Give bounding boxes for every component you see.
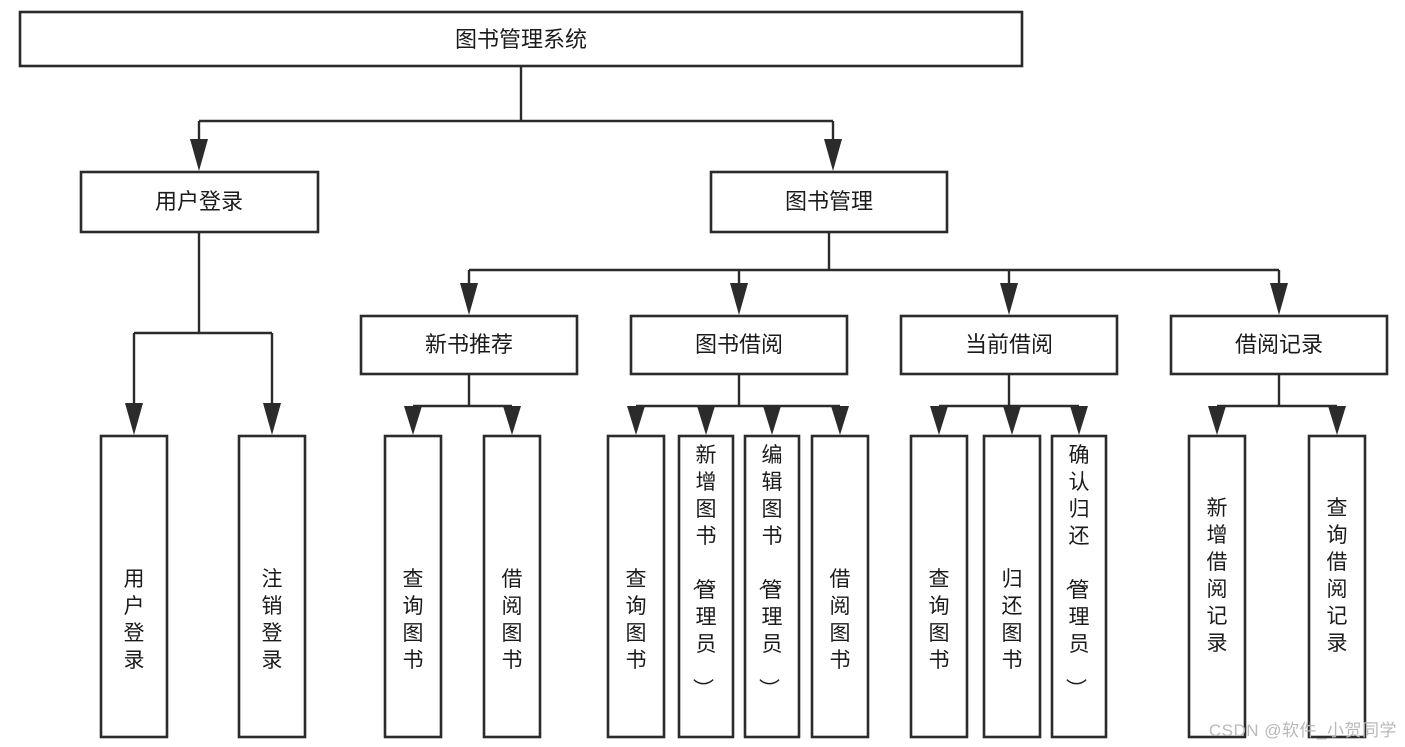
leaf-query-book-2[interactable]: 查询图书 [606,434,666,739]
leaf-query-book-1-label: 查询图书 [403,568,424,672]
leaf-user-login-label: 用户登录 [124,568,145,672]
leaf-return-book-label: 归还图书 [1002,568,1023,672]
leaf-borrow-book-1-box[interactable] [482,434,542,739]
node-user-login-box[interactable] [79,170,320,234]
node-root[interactable]: 图书管理系统 [18,10,1024,68]
arrow-head-leaf-edit-book [763,406,781,435]
leaf-confirm-return-label: 确认归还（管理员） [1064,444,1090,699]
leaf-return-book-box[interactable] [982,434,1042,739]
leaf-query-book-3-label: 查询图书 [929,568,950,672]
leaf-confirm-return[interactable]: 确认归还（管理员） [1050,434,1108,739]
node-new-book-rec-box[interactable] [359,314,579,376]
arrow-head-leaf-query-book-1 [404,406,422,435]
leaf-query-record[interactable]: 查询借阅记录 [1307,434,1367,739]
leaf-edit-book-label: 编辑图书（管理员） [757,444,783,699]
node-book-borrow-box[interactable] [629,314,849,376]
leaf-return-book[interactable]: 归还图书 [982,434,1042,739]
leaf-borrow-book-1[interactable]: 借阅图书 [482,434,542,739]
leaf-query-book-1[interactable]: 查询图书 [383,434,443,739]
node-user-login[interactable]: 用户登录 [79,170,320,234]
arrow-head-leaf-logout [263,403,281,435]
arrow-head-leaf-add-book [697,406,715,435]
leaf-borrow-book-2-label: 借阅图书 [830,568,851,672]
arrow-head-leaf-confirm-return [1070,406,1088,435]
leaf-edit-book-box[interactable] [743,434,801,739]
node-user-login-label: 用户登录 [155,189,243,214]
node-new-book-rec[interactable]: 新书推荐 [359,314,579,376]
arrow-head-leaf-user-login [125,403,143,435]
leaf-query-book-2-box[interactable] [606,434,666,739]
leaf-query-record-box[interactable] [1307,434,1367,739]
leaf-borrow-book-1-label: 借阅图书 [502,568,523,672]
node-current-borrow-box[interactable] [899,314,1119,376]
leaf-add-record-label: 新增借阅记录 [1207,497,1228,655]
leaf-add-book-box[interactable] [677,434,735,739]
node-book-manage-box[interactable] [709,170,949,234]
leaf-query-record-label: 查询借阅记录 [1327,497,1348,655]
leaf-borrow-book-2[interactable]: 借阅图书 [810,434,870,739]
leaf-query-book-1-box[interactable] [383,434,443,739]
node-current-borrow-label: 当前借阅 [965,332,1053,357]
node-borrow-record[interactable]: 借阅记录 [1169,314,1389,376]
arrow-head-book-manage [824,139,842,171]
arrow-head-leaf-return-book [1003,406,1021,435]
leaf-logout-label: 注销登录 [262,568,283,672]
leaf-confirm-return-box[interactable] [1050,434,1108,739]
leaf-query-book-3-box[interactable] [909,434,969,739]
arrow-head-new-book-rec [460,283,478,315]
node-book-borrow[interactable]: 图书借阅 [629,314,849,376]
node-book-manage[interactable]: 图书管理 [709,170,949,234]
arrow-head-leaf-query-record [1328,406,1346,435]
node-new-book-rec-label: 新书推荐 [425,332,513,357]
arrow-head-leaf-query-book-3 [930,406,948,435]
node-root-box[interactable] [18,10,1024,68]
leaf-add-record-box[interactable] [1187,434,1247,739]
arrow-head-leaf-borrow-book-2 [831,406,849,435]
leaf-user-login[interactable]: 用户登录 [99,434,169,739]
leaf-edit-book[interactable]: 编辑图书（管理员） [743,434,801,739]
arrow-head-leaf-add-record [1208,406,1226,435]
node-root-label: 图书管理系统 [455,27,587,52]
leaf-add-record[interactable]: 新增借阅记录 [1187,434,1247,739]
node-book-manage-label: 图书管理 [785,189,873,214]
connector-layer [125,66,1346,435]
node-borrow-record-box[interactable] [1169,314,1389,376]
arrow-head-borrow-record [1270,283,1288,315]
arrow-head-current-borrow [1000,283,1018,315]
leaf-user-login-box[interactable] [99,434,169,739]
leaf-logout[interactable]: 注销登录 [237,434,307,739]
arrow-head-leaf-borrow-book-1 [503,406,521,435]
arrow-head-leaf-query-book-2 [627,406,645,435]
leaf-logout-box[interactable] [237,434,307,739]
arrow-head-book-borrow [730,283,748,315]
leaf-borrow-book-2-box[interactable] [810,434,870,739]
leaf-add-book-label: 新增图书（管理员） [691,444,717,699]
leaf-query-book-2-label: 查询图书 [626,568,647,672]
leaf-add-book[interactable]: 新增图书（管理员） [677,434,735,739]
leaf-query-book-3[interactable]: 查询图书 [909,434,969,739]
node-borrow-record-label: 借阅记录 [1235,332,1323,357]
node-current-borrow[interactable]: 当前借阅 [899,314,1119,376]
leaf-layer: 用户登录 注销登录 查询图书 借阅图书 查询图书 新增图书（管理员） [99,434,1367,739]
arrow-head-user-login [190,139,208,171]
node-book-borrow-label: 图书借阅 [695,332,783,357]
